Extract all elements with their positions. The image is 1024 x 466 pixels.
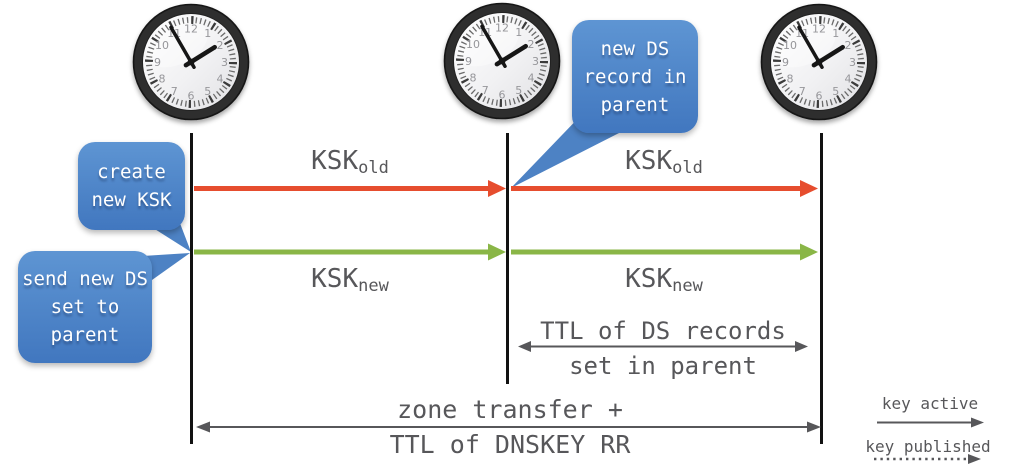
ds-ttl-label-line2: set in parent [569, 352, 757, 380]
legend-active-arrow [877, 417, 984, 428]
bubble-create-new-ksk: create new KSK [78, 142, 185, 230]
ds-ttl-label-line1: TTL of DS records [540, 317, 786, 345]
ksk-new-main: KSK [311, 264, 359, 294]
ksk-new-sub: new [672, 276, 703, 296]
ksk-old-sub: old [358, 158, 389, 178]
ksk-old-arrow-1 [194, 180, 506, 197]
bubble-new-ds-record: new DS record in parent [572, 20, 698, 133]
zone-transfer-span-arrow [196, 421, 821, 433]
clock-icon [762, 5, 877, 120]
bubble-line: record in [583, 65, 687, 88]
ksk-new-label-2: KSKnew [564, 264, 764, 296]
clock-icon [134, 5, 249, 120]
ksk-old-main: KSK [311, 146, 359, 176]
zone-transfer-label-line1: zone transfer + [397, 395, 623, 424]
ksk-new-arrow-1 [194, 243, 506, 261]
ksk-old-arrow-2 [511, 180, 818, 197]
legend-published-arrow [874, 454, 981, 464]
ksk-old-label-1: KSKold [250, 146, 450, 178]
ksk-old-sub: old [672, 158, 703, 178]
bubble-send-new-ds: send new DS set to parent [18, 251, 152, 363]
bubble-line: new KSK [91, 189, 172, 211]
bubble-line: create [97, 161, 166, 183]
ksk-old-label-2: KSKold [564, 146, 764, 178]
ksk-old-main: KSK [625, 146, 673, 176]
bubble-line: new DS [600, 37, 670, 60]
ksk-new-label-1: KSKnew [250, 264, 450, 296]
bubble-line: set to [50, 296, 120, 318]
ksk-new-main: KSK [625, 264, 673, 294]
ksk-new-sub: new [358, 276, 389, 296]
bubble-line: send new DS [22, 268, 148, 290]
ksk-new-arrow-2 [511, 243, 818, 261]
legend-published-label: key published [865, 437, 991, 456]
clock-icon [445, 4, 560, 119]
ds-ttl-span-arrow [518, 341, 808, 352]
zone-transfer-label-line2: TTL of DNSKEY RR [389, 430, 631, 459]
legend-active-label: key active [881, 394, 979, 413]
bubble-line: parent [600, 93, 670, 116]
bubble-line: parent [50, 324, 120, 346]
